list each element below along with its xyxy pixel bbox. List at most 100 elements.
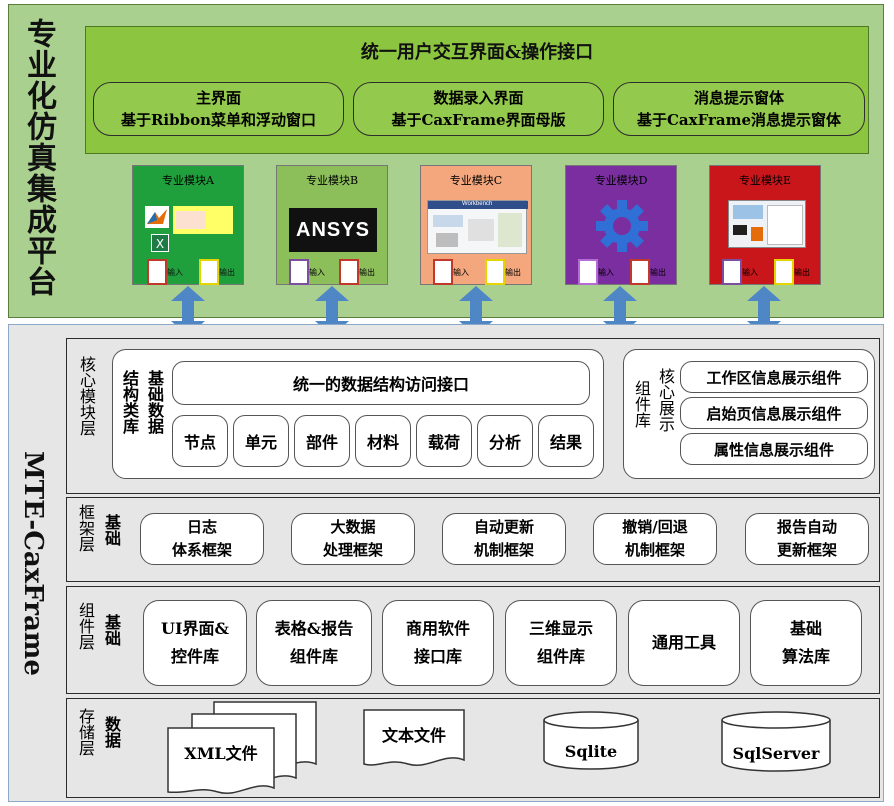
ui-box-main-line2: 基于Ribbon菜单和浮动窗口 xyxy=(120,111,317,129)
component-item-line1: 通用工具 xyxy=(651,633,716,652)
ui-box-message-line1: 消息提示窗体 xyxy=(693,89,784,107)
double-arrow-icon xyxy=(747,286,781,336)
framework-item-line2: 机制框架 xyxy=(473,541,534,559)
basic-data-item[interactable]: 载荷 xyxy=(416,415,472,467)
component-item-line1: 基础 xyxy=(789,619,822,638)
component-item-line2: 组件库 xyxy=(536,647,585,666)
excel-icon: X xyxy=(151,234,169,252)
framework-item[interactable]: 撤销/回退 机制框架 xyxy=(593,513,717,565)
basic-data-item[interactable]: 材料 xyxy=(355,415,411,467)
framework-item-line1: 报告自动 xyxy=(776,518,837,536)
ui-box-main[interactable]: 主界面 基于Ribbon菜单和浮动窗口 xyxy=(93,82,344,136)
basic-data-item[interactable]: 单元 xyxy=(233,415,289,467)
input-doc-icon xyxy=(722,259,742,285)
output-doc-icon xyxy=(774,259,794,285)
module-d-title: 专业模块D xyxy=(594,174,648,187)
ui-layer-title: 统一用户交互界面&操作接口 xyxy=(360,42,594,63)
xml-files-icon xyxy=(167,701,317,794)
input-doc-icon xyxy=(147,259,167,285)
gear-icon xyxy=(594,196,650,256)
app-screenshot-icon xyxy=(173,206,233,234)
module-e-input-label: 输入 xyxy=(742,268,758,277)
storage-item-xml[interactable]: XML文件 xyxy=(184,744,258,763)
output-doc-icon xyxy=(630,259,650,285)
component-item-line1: 商用软件 xyxy=(405,619,470,638)
input-doc-icon xyxy=(289,259,309,285)
module-e-title: 专业模块E xyxy=(738,174,792,187)
module-e[interactable]: 专业模块E 输入 输出 xyxy=(709,165,821,285)
framework-item-line1: 撤销/回退 xyxy=(622,518,688,536)
output-doc-icon xyxy=(485,259,505,285)
framework-item-line1: 日志 xyxy=(186,518,217,536)
component-item[interactable]: 基础 算法库 xyxy=(750,600,862,686)
double-arrow-icon xyxy=(459,286,493,336)
component-lib-label-b: 核心展示 xyxy=(656,368,675,432)
workbench-logo-text: Workbench xyxy=(462,201,493,207)
module-b[interactable]: 专业模块B ANSYS 输入 输出 xyxy=(276,165,388,285)
framework-layer-label-a: 框架层 xyxy=(76,504,95,552)
component-item-line2: 组件库 xyxy=(289,647,338,666)
component-lib-item[interactable]: 属性信息展示组件 xyxy=(680,433,868,465)
component-lib-item[interactable]: 启始页信息展示组件 xyxy=(680,397,868,429)
module-a[interactable]: 专业模块A X 输入 输出 xyxy=(132,165,244,285)
framework-layer-label-b: 基础 xyxy=(102,514,121,546)
module-c-title: 专业模块C xyxy=(449,174,503,187)
framework-item[interactable]: 日志 体系框架 xyxy=(140,513,264,565)
framework-item-line2: 体系框架 xyxy=(171,541,232,559)
basic-data-label-b: 基础数据 xyxy=(145,370,164,434)
component-lib-label-a: 组件库 xyxy=(632,380,651,428)
framework-item[interactable]: 报告自动 更新框架 xyxy=(745,513,869,565)
ui-box-message-line2: 基于CaxFrame消息提示窗体 xyxy=(636,111,842,129)
component-item-line1: 表格&报告 xyxy=(274,619,354,638)
framework-item-line2: 更新框架 xyxy=(776,541,837,559)
ui-box-data-entry[interactable]: 数据录入界面 基于CaxFrame界面母版 xyxy=(353,82,604,136)
component-item[interactable]: 表格&报告 组件库 xyxy=(256,600,372,686)
component-item[interactable]: 商用软件 接口库 xyxy=(382,600,494,686)
data-interface-bar[interactable]: 统一的数据结构访问接口 xyxy=(172,361,590,405)
module-a-output-label: 输出 xyxy=(219,268,235,277)
framework-item[interactable]: 大数据 处理框架 xyxy=(291,513,415,565)
basic-data-item[interactable]: 结果 xyxy=(538,415,594,467)
basic-data-item[interactable]: 分析 xyxy=(477,415,533,467)
module-b-input-label: 输入 xyxy=(309,268,325,277)
framework-item[interactable]: 自动更新 机制框架 xyxy=(442,513,566,565)
basic-data-item[interactable]: 节点 xyxy=(172,415,228,467)
input-doc-icon xyxy=(433,259,453,285)
basic-data-item[interactable]: 部件 xyxy=(294,415,350,467)
component-layer-label-a: 组件层 xyxy=(76,602,95,650)
component-item[interactable]: UI界面& 控件库 xyxy=(143,600,247,686)
sqlserver-db-icon xyxy=(721,711,831,772)
double-arrow-icon xyxy=(603,286,637,336)
component-item-line1: UI界面& xyxy=(161,619,229,638)
module-c-input-label: 输入 xyxy=(453,268,469,277)
component-item-line1: 三维显示 xyxy=(528,619,593,638)
module-c[interactable]: 专业模块C Workbench 输入 输出 xyxy=(420,165,532,285)
frame-title: MTE-CaxFrame xyxy=(18,450,48,676)
ui-box-main-line1: 主界面 xyxy=(195,89,241,107)
storage-item-text[interactable]: 文本文件 xyxy=(381,726,446,745)
component-item-line2: 算法库 xyxy=(781,647,830,666)
text-file-icon xyxy=(363,709,465,766)
ansys-logo: ANSYS xyxy=(289,208,377,252)
app-screenshot-icon xyxy=(728,200,806,248)
module-b-title: 专业模块B xyxy=(305,174,359,187)
output-doc-icon xyxy=(199,259,219,285)
module-e-output-label: 输出 xyxy=(794,268,810,277)
storage-layer-label-a: 存储层 xyxy=(76,708,95,756)
component-item[interactable]: 三维显示 组件库 xyxy=(505,600,617,686)
ui-box-data-entry-line2: 基于CaxFrame界面母版 xyxy=(391,111,566,129)
ui-box-message[interactable]: 消息提示窗体 基于CaxFrame消息提示窗体 xyxy=(613,82,865,136)
storage-item-sqlite[interactable]: Sqlite xyxy=(564,742,618,761)
module-d[interactable]: 专业模块D 输入 输出 xyxy=(565,165,677,285)
module-c-output-label: 输出 xyxy=(505,268,521,277)
storage-item-sqlserver[interactable]: SqlServer xyxy=(732,744,820,763)
matlab-icon xyxy=(145,206,169,228)
module-a-input-label: 输入 xyxy=(167,268,183,277)
component-lib-item[interactable]: 工作区信息展示组件 xyxy=(680,361,868,393)
component-item-line2: 控件库 xyxy=(170,647,219,666)
basic-data-label-a: 结构类库 xyxy=(120,370,139,434)
platform-title: 专业化仿真集成平台 xyxy=(21,18,56,297)
ui-box-data-entry-line1: 数据录入界面 xyxy=(433,89,524,107)
core-layer-label: 核心模块层 xyxy=(77,356,96,436)
component-item[interactable]: 通用工具 xyxy=(628,600,740,686)
